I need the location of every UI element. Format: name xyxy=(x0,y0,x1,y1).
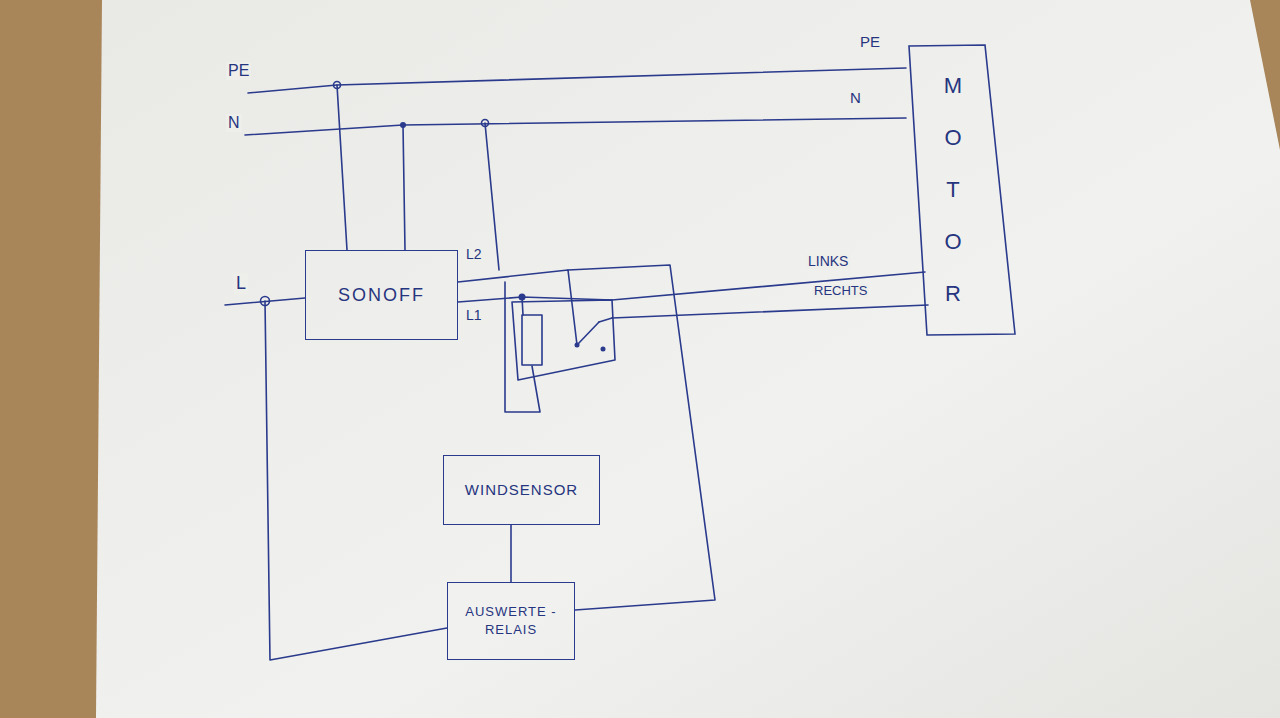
sonoff-n-wire xyxy=(403,125,405,250)
sonoff-pe-wire xyxy=(337,85,347,250)
terminal-circle xyxy=(261,297,270,306)
junction-dots xyxy=(400,122,606,352)
relay-box: AUSWERTE - RELAIS xyxy=(447,582,575,660)
sensor-box: WINDSENSOR xyxy=(443,455,600,525)
node-text: SONOFF xyxy=(338,283,425,307)
contact-dot xyxy=(575,343,580,348)
motor-box: MOTOR xyxy=(908,44,1016,336)
node-text: WINDSENSOR xyxy=(465,480,578,500)
relay-contact-blade xyxy=(577,322,599,345)
switch-out-wire xyxy=(599,318,612,322)
wire-label: RECHTS xyxy=(812,284,869,298)
wire-line xyxy=(510,525,512,582)
relay-housing xyxy=(512,300,615,380)
node-text: MOTOR xyxy=(942,60,964,320)
terminal-circle xyxy=(334,82,341,89)
junction-dot xyxy=(519,294,526,301)
signal-wire xyxy=(511,525,512,582)
pin-label: L2 xyxy=(464,247,484,262)
motor-outline-shape xyxy=(909,45,1015,335)
l2-wire xyxy=(458,270,577,345)
relay-coil xyxy=(522,315,542,365)
bus-label: PE xyxy=(226,62,251,80)
coil-n-wire xyxy=(485,123,499,270)
bus-label: PE xyxy=(858,34,882,51)
sonoff-box: SONOFF xyxy=(305,250,458,340)
contact-dot xyxy=(601,347,606,352)
wire-label: LINKS xyxy=(806,254,850,269)
pe-wire xyxy=(248,68,906,93)
bus-label: N xyxy=(226,114,242,132)
pin-label: L1 xyxy=(464,308,484,323)
paper-sheet xyxy=(96,0,1280,718)
node-text: AUSWERTE - RELAIS xyxy=(456,603,566,638)
n-wire xyxy=(245,118,906,135)
rechts-wire xyxy=(612,305,928,318)
wires xyxy=(225,68,928,660)
links-wire xyxy=(612,272,925,300)
l-feed-wire xyxy=(265,301,447,660)
junction-dot xyxy=(400,122,406,128)
phase-label: L xyxy=(234,274,248,294)
terminal-circle xyxy=(482,120,489,127)
terminals xyxy=(261,82,489,306)
bus-label: N xyxy=(848,90,863,107)
